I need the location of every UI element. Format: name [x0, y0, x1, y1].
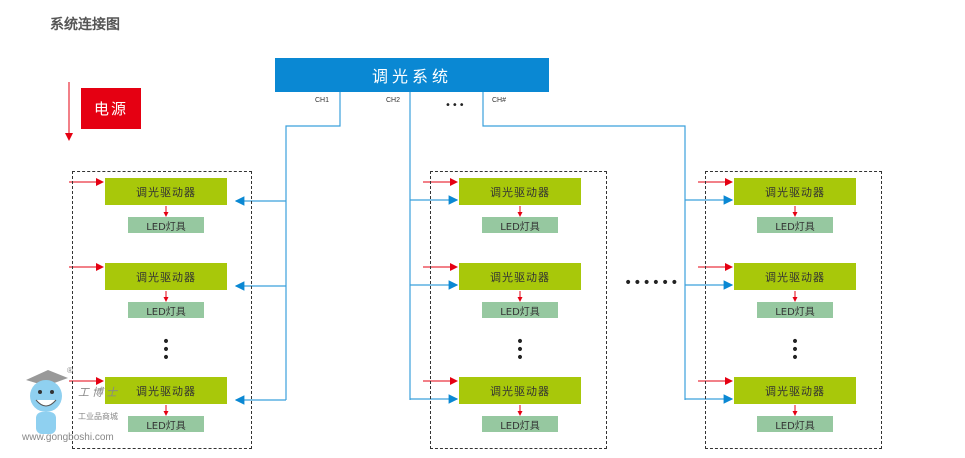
- watermark-logo: [18, 368, 78, 447]
- driver-ellipsis: •••: [161, 334, 171, 366]
- led-fixture-box: LED灯具: [482, 416, 558, 432]
- watermark-brand: 工 博 士: [78, 387, 118, 399]
- channel-ellipsis: •••: [445, 100, 466, 111]
- watermark-url: www.gongboshi.com: [22, 432, 114, 443]
- dimming-driver-box: 调光驱动器: [459, 178, 581, 205]
- led-fixture-box: LED灯具: [128, 416, 204, 432]
- ch1-bus: [285, 92, 341, 400]
- driver-ellipsis: •••: [515, 334, 525, 366]
- chn-bus: [482, 92, 686, 400]
- diagram-title: 系统连接图: [50, 17, 120, 33]
- led-fixture-box: LED灯具: [482, 302, 558, 318]
- dimming-driver-box: 调光驱动器: [459, 263, 581, 290]
- driver-ellipsis: •••: [790, 334, 800, 366]
- registered-mark: ®: [67, 366, 73, 375]
- led-fixture-box: LED灯具: [757, 302, 833, 318]
- dimming-system-box: 调光系统: [275, 58, 549, 92]
- dimming-driver-box: 调光驱动器: [105, 377, 227, 404]
- channel-label-1: CH1: [315, 97, 330, 104]
- driver-group: [705, 171, 882, 449]
- mascot-icon: [26, 370, 68, 434]
- driver-group: [72, 171, 252, 449]
- dimming-driver-box: 调光驱动器: [105, 263, 227, 290]
- channel-label-2: CH2: [386, 97, 401, 104]
- channel-label-n: CH#: [492, 97, 507, 104]
- led-fixture-box: LED灯具: [482, 217, 558, 233]
- dimming-driver-box: 调光驱动器: [105, 178, 227, 205]
- groups-ellipsis: ••••••: [624, 275, 680, 291]
- watermark-subtitle: 工业品商城: [78, 412, 118, 421]
- dimming-driver-box: 调光驱动器: [459, 377, 581, 404]
- dimming-driver-box: 调光驱动器: [734, 263, 856, 290]
- led-fixture-box: LED灯具: [757, 416, 833, 432]
- led-fixture-box: LED灯具: [757, 217, 833, 233]
- led-fixture-box: LED灯具: [128, 217, 204, 233]
- driver-group: [430, 171, 607, 449]
- dimming-driver-box: 调光驱动器: [734, 178, 856, 205]
- power-supply-box: 电源: [81, 88, 141, 129]
- dimming-driver-box: 调光驱动器: [734, 377, 856, 404]
- led-fixture-box: LED灯具: [128, 302, 204, 318]
